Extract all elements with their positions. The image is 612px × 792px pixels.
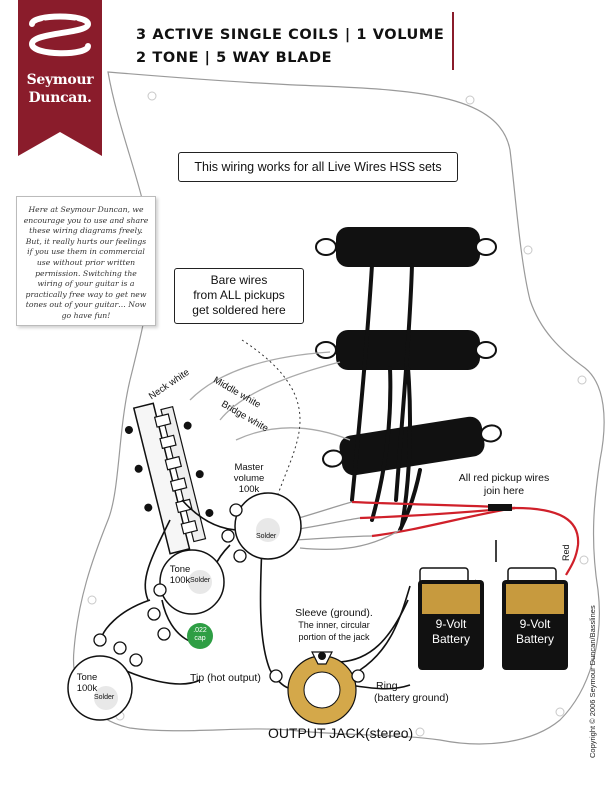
usage-notice: Here at Seymour Duncan, we encourage you…: [16, 196, 156, 326]
brand-name-line1: Seymour: [26, 72, 94, 88]
tone1-solder-label: Solder: [190, 577, 211, 584]
sleeve-line1: Sleeve (ground).: [295, 607, 373, 619]
title-line-1: 3 ACTIVE SINGLE COILS | 1 VOLUME: [136, 27, 445, 43]
red-join-line2: join here: [483, 485, 525, 497]
pickguard-outline: [72, 71, 605, 745]
battery-wire: [359, 585, 411, 671]
tone1-label-line2: 100k: [169, 575, 191, 586]
tone2-label: Tone 100k: [72, 672, 102, 694]
bare-callout-line2: from ALL pickups: [193, 288, 285, 302]
brand-banner: Seymour Duncan.: [18, 0, 102, 156]
ring-line1: Ring: [376, 680, 398, 692]
red-wires: [351, 500, 580, 576]
capacitor-label: .022 cap: [188, 627, 212, 643]
grey-wires: [291, 501, 401, 551]
master-label-line3: 100k: [238, 484, 260, 495]
copyright-text: Copyright © 2006 Seymour Duncan/Bassline…: [588, 605, 597, 758]
brand-name-line2: Duncan.: [28, 90, 92, 106]
battery-1-line2: Battery: [431, 632, 470, 646]
neck-pickup: [315, 227, 497, 267]
sleeve-line2: The inner, circular: [298, 620, 370, 630]
tone2-label-line1: Tone: [76, 672, 98, 683]
sleeve-line3: portion of the jack: [298, 632, 370, 642]
battery-1: [418, 567, 484, 670]
battery-2-line2: Battery: [515, 632, 554, 646]
output-jack-title: OUTPUT JACK(stereo): [268, 725, 414, 741]
bare-callout-line1: Bare wires: [210, 273, 268, 287]
tone1-label: Tone 100k: [166, 564, 194, 586]
master-volume-label: Master volume 100k: [226, 462, 272, 495]
volume-solder-label: Solder: [256, 533, 277, 540]
output-jack: [269, 651, 365, 725]
title-line-2: 2 TONE | 5 WAY BLADE: [136, 50, 333, 66]
battery-2-label: 9-Volt Battery: [503, 617, 567, 647]
tone2-label-line2: 100k: [76, 683, 98, 694]
battery-2-line1: 9-Volt: [519, 617, 551, 631]
tone-pot-2: [67, 633, 143, 721]
tone2-solder-label: Solder: [94, 694, 115, 701]
master-label-line1: Master: [234, 462, 264, 473]
title-divider: [452, 12, 454, 70]
hss-callout: This wiring works for all Live Wires HSS…: [178, 152, 458, 182]
s-logo-icon: [28, 13, 92, 57]
battery-1-label: 9-Volt Battery: [419, 617, 483, 647]
master-label-line2: volume: [233, 473, 265, 484]
battery-2: [502, 567, 568, 670]
tone-pot-1: [147, 549, 225, 641]
cap-label-line2: cap: [194, 635, 206, 642]
bridge-pickup: [322, 416, 502, 476]
tone1-label-line1: Tone: [169, 564, 191, 575]
cap-label-line1: .022: [193, 627, 207, 634]
tip-label: Tip (hot output): [190, 672, 261, 684]
red-wire-label: Red: [561, 544, 571, 561]
battery-1-line1: 9-Volt: [435, 617, 467, 631]
ring-line2: (battery ground): [374, 692, 449, 704]
ring-label: Ring (battery ground): [374, 680, 449, 704]
five-way-switch: [124, 402, 214, 555]
bare-wires-callout: Bare wires from ALL pickups get soldered…: [174, 268, 304, 324]
master-volume-pot: [221, 492, 302, 563]
white-wires: [189, 351, 351, 441]
bare-callout-line3: get soldered here: [192, 303, 286, 317]
pickup-wire-bundle: [350, 263, 422, 532]
capacitor: [187, 623, 213, 649]
red-join-line1: All red pickup wires: [458, 472, 550, 484]
sleeve-label: Sleeve (ground). The inner, circular por…: [284, 607, 384, 643]
red-wire-splice: [488, 504, 512, 511]
red-join-label: All red pickup wires join here: [452, 472, 556, 498]
